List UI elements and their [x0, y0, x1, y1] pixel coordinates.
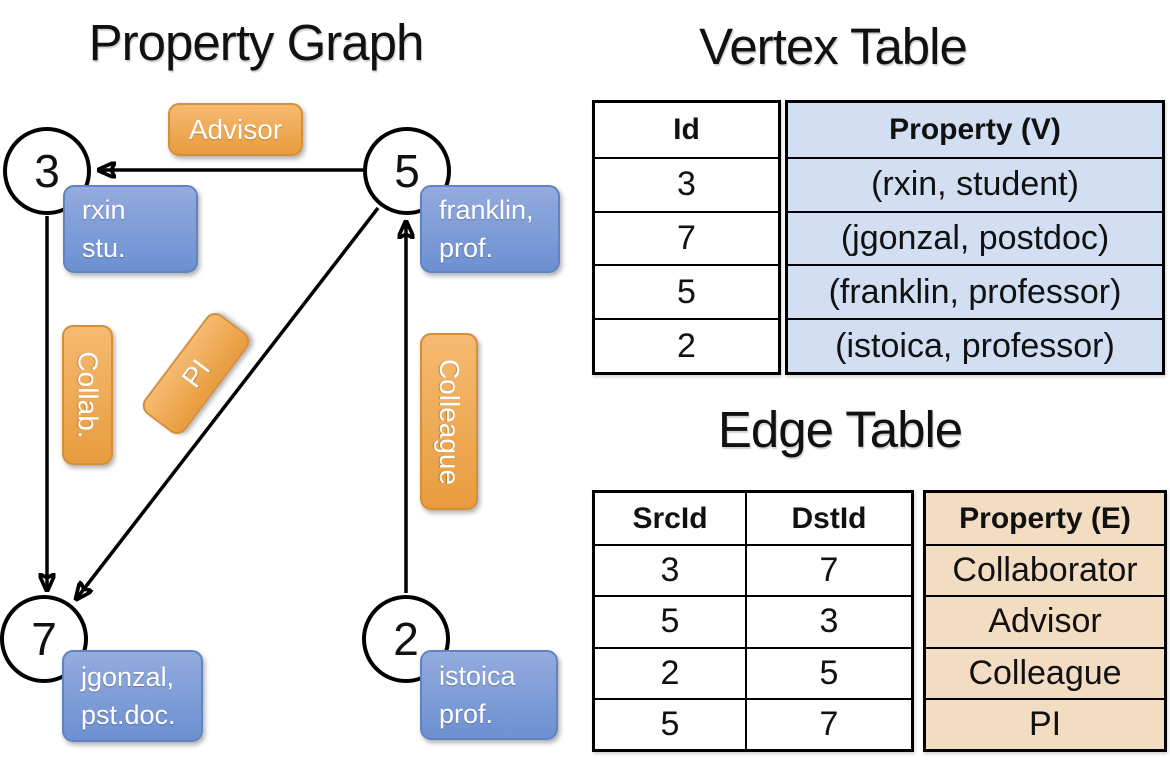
header-label: Property (V) — [889, 112, 1061, 146]
vertex-property-line: prof. — [439, 233, 494, 263]
vertex-property-box-jgonzal: jgonzal, pst.doc. — [62, 650, 203, 742]
vertex-property-line: prof. — [439, 699, 494, 729]
node-5-label: 5 — [394, 145, 420, 197]
vertex-property-box-istoica: istoica prof. — [420, 650, 558, 740]
edge-table-property-column: Property (E) Collaborator Advisor Collea… — [923, 490, 1167, 752]
edge-table-header-property: Property (E) — [926, 493, 1164, 544]
header-label: SrcId — [632, 501, 708, 535]
cell-value: 7 — [677, 218, 696, 257]
node-2-label: 2 — [393, 613, 419, 665]
vertex-property-line: jgonzal, — [81, 661, 175, 692]
edge-table-title: Edge Table — [717, 401, 963, 458]
cell-value: 3 — [660, 551, 680, 590]
edge-table-dst-cell: 7 — [745, 699, 911, 749]
vertex-table-property-column: Property (V) (rxin, student) (jgonzal, p… — [785, 100, 1165, 375]
cell-value: Colleague — [968, 653, 1122, 692]
edge-table-src-cell: 3 — [595, 546, 745, 595]
cell-value: (jgonzal, postdoc) — [840, 218, 1110, 257]
edge-pi-5-to-7 — [77, 206, 380, 598]
vertex-property-line: istoica — [439, 660, 516, 691]
cell-value: 5 — [819, 653, 839, 692]
edge-label-text: Colleague — [434, 358, 466, 485]
cell-value: Collaborator — [952, 551, 1138, 590]
vertex-table-property-cell: (franklin, professor) — [788, 264, 1162, 318]
cell-value: 5 — [677, 272, 696, 311]
vertex-table-id-cell: 2 — [595, 318, 778, 372]
node-3-label: 3 — [34, 145, 60, 197]
vertex-property-box-franklin: franklin, prof. — [420, 185, 560, 273]
vertex-table-header-property: Property (V) — [788, 103, 1162, 157]
cell-value: 2 — [660, 653, 680, 692]
edge-table-dst-cell: 5 — [745, 648, 911, 698]
vertex-property-line: franklin, — [439, 194, 534, 225]
edge-label-text: Advisor — [188, 113, 283, 145]
cell-value: 3 — [677, 165, 696, 204]
edge-table-row: 5 3 — [595, 595, 911, 647]
vertex-table-id-cell: 3 — [595, 156, 778, 211]
vertex-table-id-column: Id 3 7 5 2 — [592, 100, 781, 375]
graph-edges-layer — [0, 0, 585, 760]
node-2: 2 — [362, 595, 450, 683]
vertex-table-title: Vertex Table — [699, 18, 968, 75]
vertex-property-line: stu. — [82, 233, 126, 263]
edge-table-dst-cell: 3 — [745, 597, 911, 647]
edge-table-src-dst-columns: SrcId DstId 3 7 5 3 2 — [592, 490, 914, 752]
vertex-table-property-cell: (istoica, professor) — [788, 318, 1162, 372]
edge-table-property-cell: Collaborator — [926, 544, 1164, 595]
edge-table-property-cell: Colleague — [926, 646, 1164, 698]
vertex-property-line: pst.doc. — [81, 700, 176, 730]
edge-table-row: 5 7 — [595, 697, 911, 749]
cell-value: 5 — [660, 704, 680, 743]
edge-label-advisor: Advisor — [168, 103, 303, 156]
header-label: Property (E) — [959, 501, 1131, 535]
cell-value: Advisor — [988, 602, 1102, 641]
cell-value: PI — [1028, 704, 1062, 743]
cell-value: 5 — [660, 602, 680, 641]
vertex-table-id-cell: 7 — [595, 210, 778, 265]
edge-label-text: PI — [175, 353, 216, 394]
edge-label-text: Collab. — [72, 351, 104, 439]
cell-value: 2 — [677, 326, 696, 365]
header-label: Id — [673, 112, 700, 146]
cell-value: 3 — [819, 602, 839, 641]
edge-table-header-dstid: DstId — [745, 493, 911, 545]
edge-table-src-cell: 5 — [595, 700, 745, 749]
edge-table-dst-cell: 7 — [745, 546, 911, 596]
vertex-table-id-cell: 5 — [595, 264, 778, 318]
edge-table-header-srcid: SrcId — [595, 493, 745, 544]
vertex-property-line: rxin — [82, 194, 126, 225]
vertex-property-box-rxin: rxin stu. — [63, 185, 198, 273]
cell-value: 7 — [819, 551, 839, 590]
edge-label-colleague: Colleague — [420, 333, 478, 510]
edge-label-collab: Collab. — [62, 325, 113, 465]
header-label: DstId — [791, 501, 867, 535]
node-7-label: 7 — [31, 613, 57, 665]
edge-table-property-cell: PI — [926, 697, 1164, 749]
cell-value: (istoica, professor) — [835, 326, 1115, 365]
edge-table-row: 2 5 — [595, 646, 911, 698]
property-graph-title: Property Graph — [88, 14, 425, 71]
node-5: 5 — [363, 127, 451, 215]
cell-value: (rxin, student) — [871, 165, 1079, 204]
vertex-table-property-cell: (jgonzal, postdoc) — [788, 210, 1162, 265]
vertex-table-property-cell: (rxin, student) — [788, 156, 1162, 211]
cell-value: (franklin, professor) — [828, 272, 1122, 311]
cell-value: 7 — [819, 704, 839, 743]
edge-table-property-cell: Advisor — [926, 595, 1164, 646]
edge-table-header-row: SrcId DstId — [595, 493, 911, 545]
vertex-table-header-id: Id — [595, 103, 778, 157]
edge-table-src-cell: 5 — [595, 597, 745, 646]
edge-table-src-cell: 2 — [595, 649, 745, 698]
edge-table-row: 3 7 — [595, 544, 911, 596]
